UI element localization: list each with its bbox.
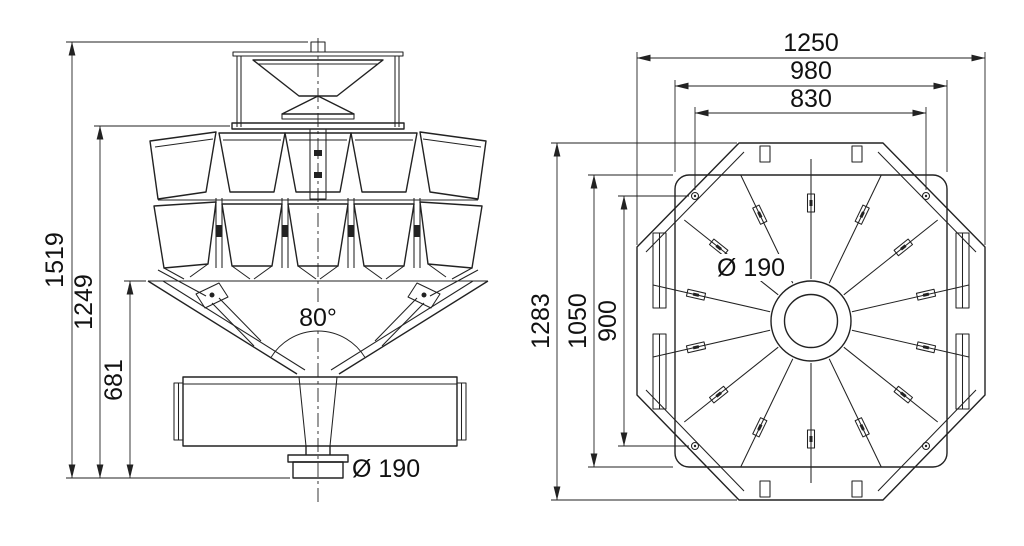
- feed-funnel: [252, 59, 384, 97]
- side-rails: [652, 232, 970, 410]
- plan-machine-outline: [636, 142, 986, 501]
- dim-plate-depth-label: 1050: [564, 293, 592, 349]
- dim-hole-width-label: 830: [790, 85, 832, 113]
- octagon-outline: [636, 142, 986, 501]
- plan-dimensions-vertical: 1283 1050 900: [527, 142, 737, 501]
- front-dimensions: 1519 1249 681: [41, 41, 308, 479]
- center-diameter-annotation: Ø 190: [706, 254, 796, 282]
- base-frame: [182, 376, 458, 447]
- plan-view: Ø 190 1250 980 830 1283 1050 900: [527, 29, 986, 501]
- dim-plate-width-label: 980: [790, 57, 832, 85]
- center-hub: [770, 280, 852, 362]
- center-diameter-label: Ø 190: [717, 254, 785, 282]
- dim-overall-width-label: 1250: [783, 29, 839, 57]
- dim-total-height-label: 1519: [41, 232, 69, 288]
- outlet-tube: [292, 461, 344, 479]
- outlet-diameter-label: Ø 190: [352, 455, 420, 483]
- dim-cone-height-label: 681: [100, 359, 128, 401]
- dim-overall-depth-label: 1283: [527, 293, 555, 349]
- front-machine-outline: [147, 41, 489, 479]
- cone-wall-left: [147, 280, 298, 375]
- front-view: 80° Ø 190 1519 1249 681: [41, 38, 489, 506]
- dim-hole-depth-label: 900: [594, 300, 622, 342]
- mounting-plate: [674, 174, 948, 468]
- cone-angle-label: 80°: [299, 304, 337, 332]
- cone-angle-annotation: 80°: [270, 304, 366, 358]
- cone-wall-right: [338, 280, 489, 375]
- plan-dimensions-horizontal: 1250 980 830: [636, 29, 986, 245]
- hopper-latches: [685, 193, 937, 449]
- center-hole: [783, 293, 839, 349]
- dim-body-height-label: 1249: [70, 274, 98, 330]
- screw-holes: [690, 191, 931, 451]
- radial-spokes: [652, 159, 970, 483]
